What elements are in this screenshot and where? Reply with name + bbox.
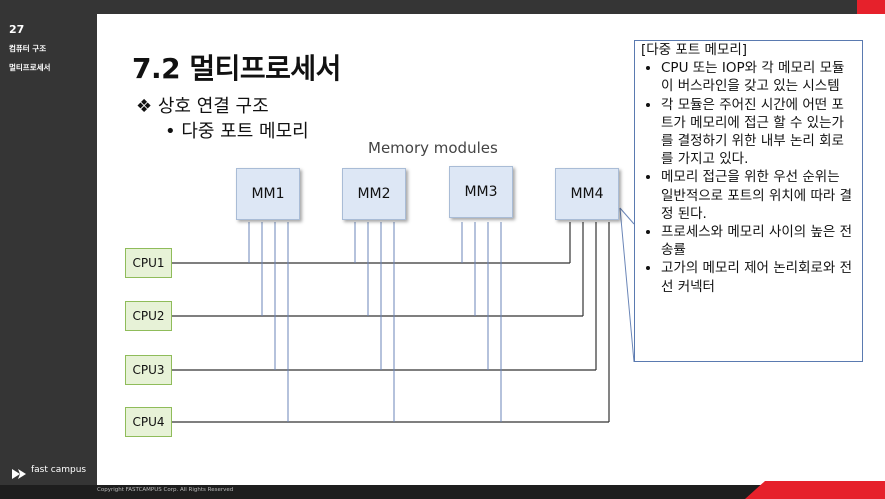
bottom-accent	[745, 481, 885, 499]
cpu-4: CPU4	[125, 407, 172, 437]
note-item: 고가의 메모리 제어 논리회로와 전선 커넥터	[661, 259, 856, 295]
cpu-1: CPU1	[125, 248, 172, 278]
slide-title: 7.2 멀티프로세서	[132, 52, 341, 85]
fastcampus-logo-icon	[12, 469, 26, 479]
note-item: 각 모듈은 주어진 시간에 어떤 포트가 메모리에 접근 할 수 있는가를 결정…	[661, 96, 856, 169]
memory-module-3: MM3	[449, 166, 513, 218]
course-label: 컴퓨터 구조	[9, 44, 47, 53]
note-heading: [다중 포트 메모리]	[641, 42, 748, 58]
note-item: 프로세스와 메모리 사이의 높은 전송률	[661, 223, 856, 259]
memory-module-2: MM2	[342, 168, 406, 220]
page-number: 27	[9, 23, 25, 36]
memory-modules-caption: Memory modules	[368, 139, 498, 157]
note-list: CPU 또는 IOP와 각 메모리 모듈이 버스라인을 갖고 있는 시스템 각 …	[641, 59, 856, 296]
cpu-3: CPU3	[125, 355, 172, 385]
memory-module-1: MM1	[236, 168, 300, 220]
top-accent	[857, 0, 885, 14]
logo-text: fast campus	[31, 465, 87, 475]
memory-module-4: MM4	[555, 168, 619, 220]
note-item: CPU 또는 IOP와 각 메모리 모듈이 버스라인을 갖고 있는 시스템	[661, 59, 856, 95]
sidebar	[0, 14, 97, 485]
copyright-text: Copyright FASTCAMPUS Corp. All Rights Re…	[97, 487, 234, 493]
bullet-main: ❖ 상호 연결 구조	[136, 96, 269, 117]
note-box: [다중 포트 메모리] CPU 또는 IOP와 각 메모리 모듈이 버스라인을 …	[634, 40, 863, 362]
cpu-2: CPU2	[125, 301, 172, 331]
note-item: 메모리 접근을 위한 우선 순위는 일반적으로 포트의 위치에 따라 결정 된다…	[661, 168, 856, 223]
bullet-sub: • 다중 포트 메모리	[165, 121, 309, 142]
top-bar	[0, 0, 885, 14]
footer-bar	[0, 485, 885, 499]
chapter-label: 멀티프로세서	[9, 63, 51, 72]
